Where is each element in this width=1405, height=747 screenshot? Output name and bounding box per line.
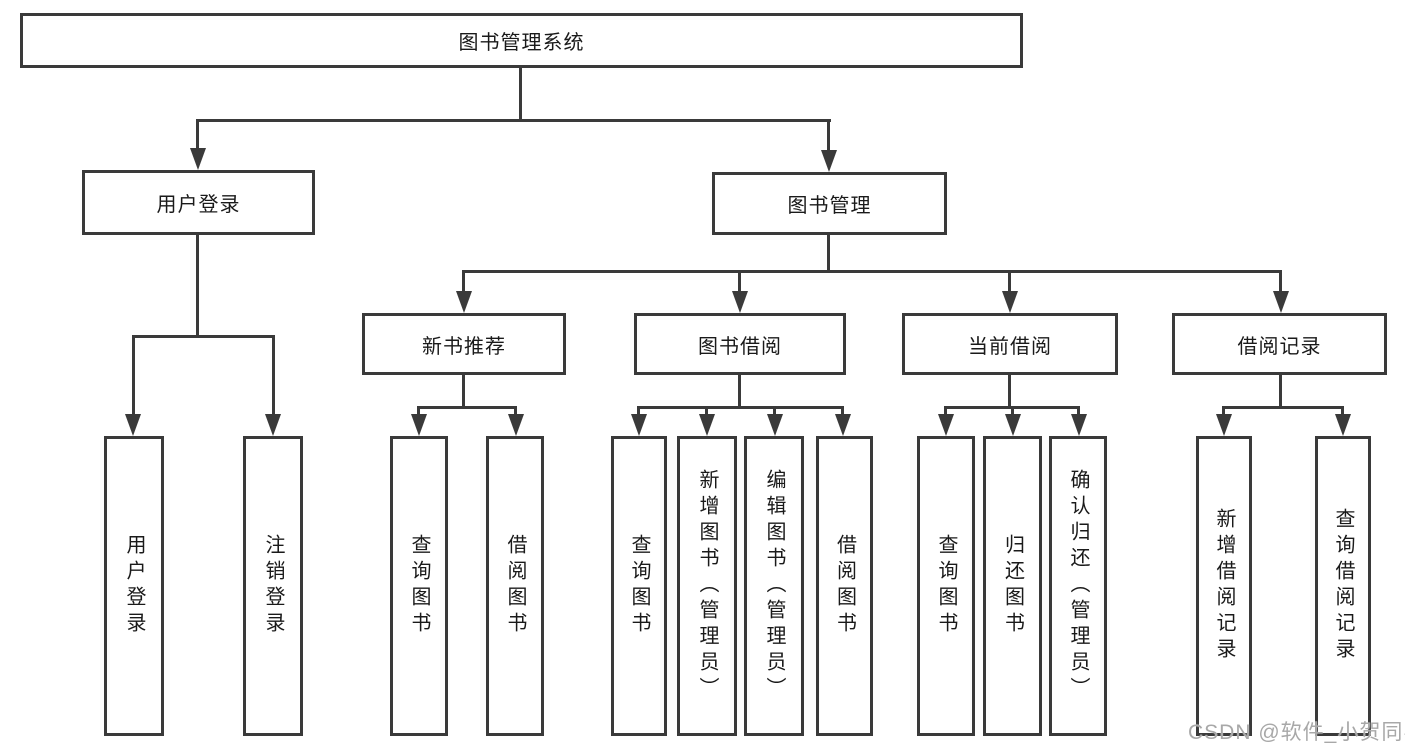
- node-edit-books-admin-label: 编辑图书（管理员）: [763, 469, 785, 703]
- connector-line: [1279, 270, 1282, 298]
- node-add-borrow-record: 新增借阅记录: [1196, 436, 1252, 736]
- node-recommend-query-books-label: 查询图书: [408, 534, 430, 638]
- node-recommend-query-books: 查询图书: [390, 436, 448, 736]
- node-confirm-return-admin: 确认归还（管理员）: [1049, 436, 1107, 736]
- arrowhead-down-icon: [1335, 414, 1351, 436]
- node-current-query-books-label: 查询图书: [935, 534, 957, 638]
- arrowhead-down-icon: [456, 291, 472, 313]
- connector-line: [462, 270, 1282, 273]
- node-book-management-label: 图书管理: [787, 195, 872, 217]
- arrowhead-down-icon: [821, 150, 837, 172]
- connector-line: [637, 406, 844, 409]
- connector-line: [827, 235, 830, 273]
- node-new-book-recommend: 新书推荐: [362, 313, 566, 375]
- arrowhead-down-icon: [1273, 291, 1289, 313]
- connector-line: [1279, 375, 1282, 409]
- node-logout: 注销登录: [243, 436, 303, 736]
- node-book-borrowing-label: 图书借阅: [698, 335, 782, 358]
- connector-line: [827, 119, 830, 159]
- node-edit-books-admin: 编辑图书（管理员）: [744, 436, 804, 736]
- node-borrowing-borrow-books-label: 借阅图书: [833, 534, 856, 638]
- node-add-borrow-record-label: 新增借阅记录: [1213, 508, 1235, 664]
- node-borrowing-records-label: 借阅记录: [1237, 335, 1322, 358]
- arrowhead-down-icon: [767, 414, 783, 436]
- connector-line: [196, 119, 831, 122]
- connector-line: [417, 406, 517, 409]
- arrowhead-down-icon: [1071, 414, 1087, 436]
- arrowhead-down-icon: [732, 291, 748, 313]
- arrowhead-down-icon: [265, 414, 281, 436]
- connector-line: [196, 235, 199, 338]
- node-book-borrowing: 图书借阅: [634, 313, 846, 375]
- arrowhead-down-icon: [631, 414, 647, 436]
- node-borrowing-records: 借阅记录: [1172, 313, 1387, 375]
- connector-line: [132, 335, 135, 422]
- node-user-login-label: 用户登录: [156, 194, 241, 216]
- arrowhead-down-icon: [508, 414, 524, 436]
- watermark: CSDN @软件_小贺同学: [1188, 721, 1405, 744]
- connector-line: [1008, 375, 1011, 409]
- node-borrowing-borrow-books: 借阅图书: [816, 436, 873, 736]
- node-current-query-books: 查询图书: [917, 436, 975, 736]
- node-current-borrowing: 当前借阅: [902, 313, 1118, 375]
- connector-line: [462, 375, 465, 409]
- node-book-management: 图书管理: [712, 172, 947, 235]
- node-query-borrow-record-label: 查询借阅记录: [1332, 508, 1354, 664]
- node-borrowing-query-books: 查询图书: [611, 436, 667, 736]
- node-current-borrowing-label: 当前借阅: [968, 335, 1052, 358]
- node-user-login-leaf: 用户登录: [104, 436, 164, 736]
- arrowhead-down-icon: [125, 414, 141, 436]
- arrowhead-down-icon: [835, 414, 851, 436]
- connector-line: [1008, 270, 1011, 298]
- connector-line: [519, 68, 522, 119]
- node-library-system-label: 图书管理系统: [458, 32, 585, 54]
- node-add-books-admin-label: 新增图书（管理员）: [696, 469, 718, 703]
- arrowhead-down-icon: [190, 148, 206, 170]
- connector-line: [738, 270, 741, 298]
- node-library-system: 图书管理系统: [20, 13, 1023, 68]
- node-logout-label: 注销登录: [262, 534, 284, 638]
- node-user-login: 用户登录: [82, 170, 315, 235]
- connector-line: [738, 375, 741, 409]
- connector-line: [272, 335, 275, 422]
- node-recommend-borrow-books-label: 借阅图书: [504, 534, 526, 638]
- node-query-borrow-record: 查询借阅记录: [1315, 436, 1371, 736]
- node-add-books-admin: 新增图书（管理员）: [677, 436, 737, 736]
- connector-line: [462, 270, 465, 298]
- arrowhead-down-icon: [938, 414, 954, 436]
- arrowhead-down-icon: [1002, 291, 1018, 313]
- connector-line: [132, 335, 275, 338]
- arrowhead-down-icon: [699, 414, 715, 436]
- node-user-login-leaf-label: 用户登录: [123, 534, 145, 638]
- connector-line: [1222, 406, 1343, 409]
- node-recommend-borrow-books: 借阅图书: [486, 436, 544, 736]
- node-new-book-recommend-label: 新书推荐: [422, 335, 506, 358]
- node-return-books-label: 归还图书: [1001, 534, 1024, 638]
- arrowhead-down-icon: [411, 414, 427, 436]
- node-return-books: 归还图书: [983, 436, 1042, 736]
- arrowhead-down-icon: [1216, 414, 1232, 436]
- node-confirm-return-admin-label: 确认归还（管理员）: [1067, 469, 1089, 703]
- node-borrowing-query-books-label: 查询图书: [628, 534, 650, 638]
- connector-line: [196, 119, 199, 157]
- arrowhead-down-icon: [1005, 414, 1021, 436]
